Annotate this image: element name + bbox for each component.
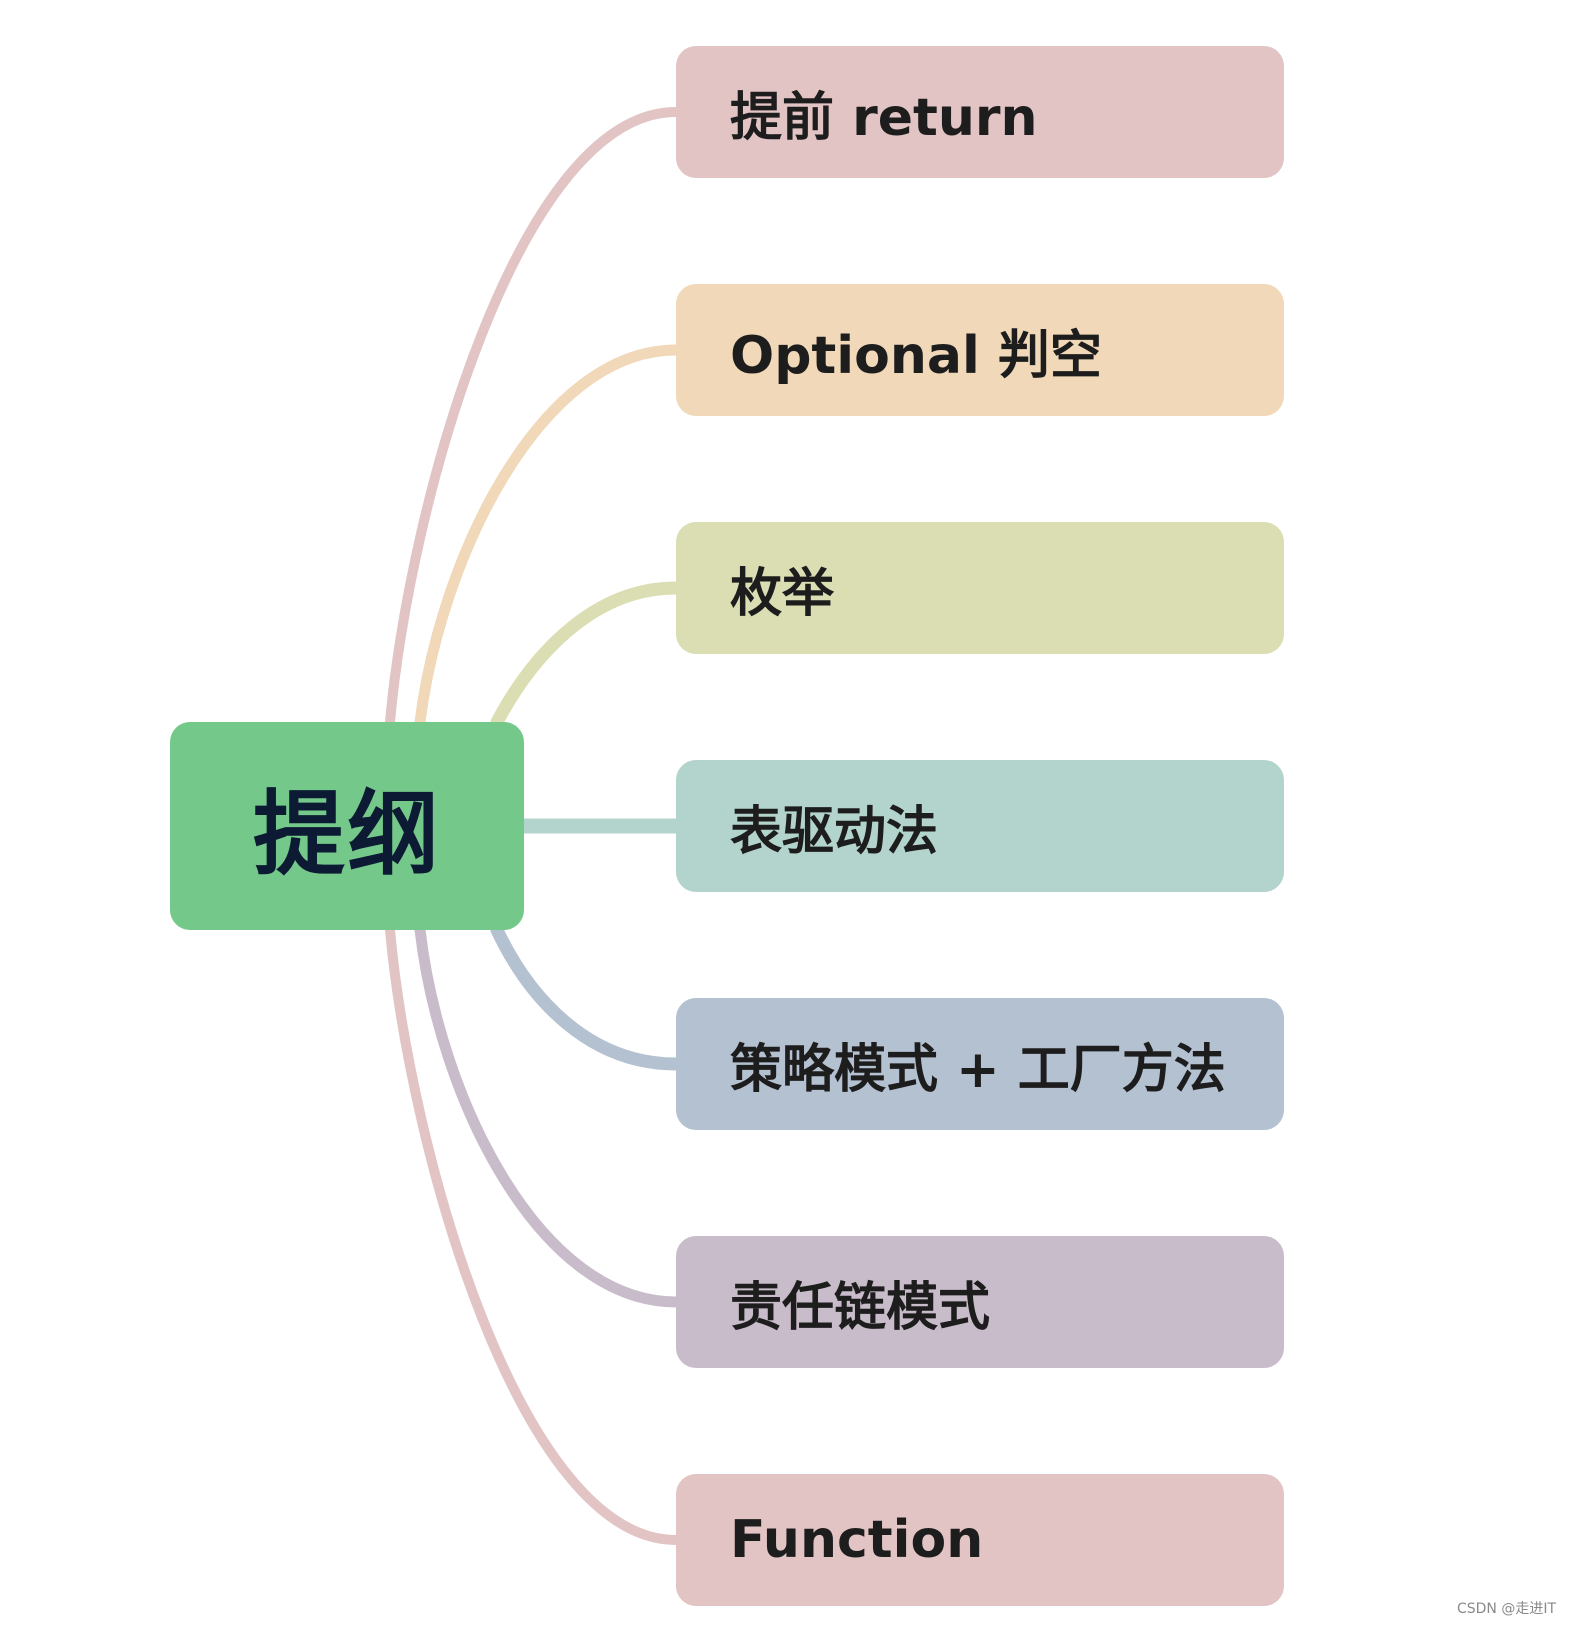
- branch-node-early-return[interactable]: 提前 return: [676, 46, 1284, 178]
- branch-node-chain-of-responsibility[interactable]: 责任链模式: [676, 1236, 1284, 1368]
- connector-branch-6: [414, 924, 682, 1308]
- watermark: CSDN @走进IT: [1456, 1601, 1556, 1617]
- branch-node-function[interactable]: Function: [676, 1474, 1284, 1606]
- connector-branch-1: [385, 107, 681, 727]
- branch-label: 责任链模式: [730, 1277, 991, 1338]
- branch-node-optional[interactable]: Optional 判空: [676, 284, 1284, 416]
- connector-branch-5: [490, 923, 683, 1071]
- branch-label: 提前 return: [730, 87, 1038, 148]
- branch-node-table-driven[interactable]: 表驱动法: [676, 760, 1284, 892]
- branch-label: 策略模式 + 工厂方法: [730, 1039, 1226, 1100]
- branch-label: 枚举: [730, 563, 835, 624]
- connector-branch-3: [490, 581, 683, 729]
- connector-branch-7: [385, 925, 681, 1545]
- branch-node-enum[interactable]: 枚举: [676, 522, 1284, 654]
- root-node[interactable]: 提纲: [170, 722, 524, 930]
- connector-branch-2: [414, 344, 682, 728]
- branch-label: Optional 判空: [730, 325, 1102, 386]
- branch-label: 表驱动法: [730, 801, 939, 862]
- root-label: 提纲: [252, 780, 441, 888]
- branch-label: Function: [730, 1510, 984, 1570]
- branch-node-strategy-factory[interactable]: 策略模式 + 工厂方法: [676, 998, 1284, 1130]
